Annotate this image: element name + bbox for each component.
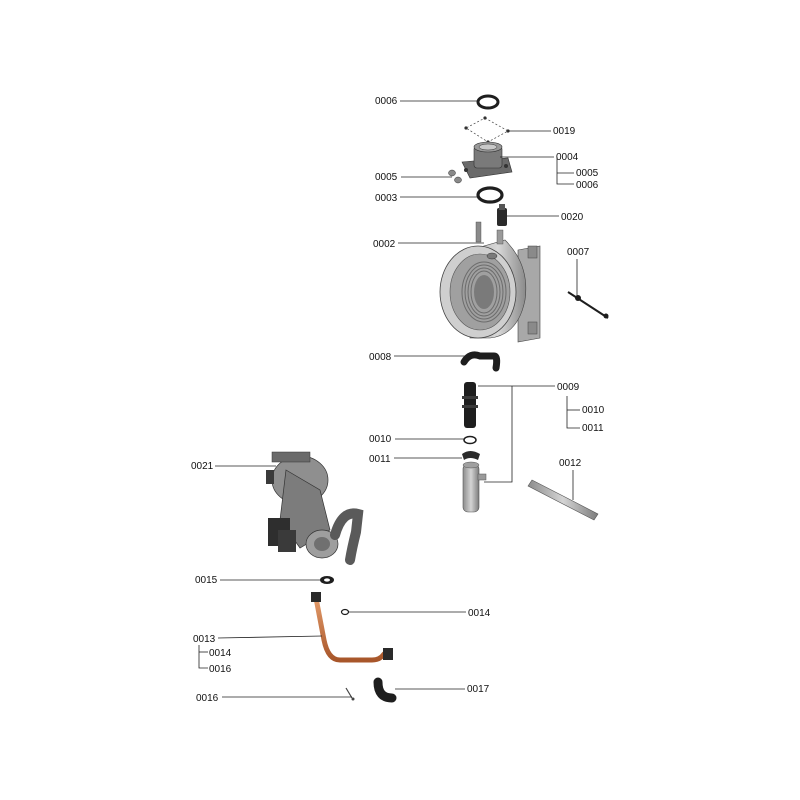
part-pin: [345, 687, 355, 701]
label-0004-sub-0006: 0006: [576, 180, 599, 191]
label-0019: 0019: [553, 126, 576, 137]
label-0007: 0007: [567, 247, 590, 258]
label-0021: 0021: [191, 461, 214, 472]
label-0004: 0004: [556, 152, 579, 163]
label-0006-top: 0006: [375, 96, 398, 107]
label-0009-sub-0010: 0010: [582, 405, 605, 416]
part-condensate-pipe: [462, 382, 478, 428]
label-0005: 0005: [375, 172, 398, 183]
part-gasket: [476, 186, 504, 204]
part-o-ring-middle: [463, 435, 477, 445]
label-0010: 0010: [369, 434, 392, 445]
part-elbow: [460, 351, 501, 372]
part-straight-tube: [527, 479, 599, 521]
label-0002: 0002: [373, 239, 396, 250]
part-screw-set: [464, 116, 510, 144]
label-0009: 0009: [557, 382, 580, 393]
part-flange-assembly: [461, 141, 513, 179]
label-0009-sub-0011: 0011: [582, 423, 604, 434]
label-0004-sub-0005: 0005: [576, 168, 599, 179]
label-0008: 0008: [369, 352, 392, 363]
part-siphon-tube: [462, 461, 487, 513]
part-copper-pipe: [311, 592, 393, 663]
leader-lines: [198, 100, 580, 698]
part-clip: [462, 451, 480, 460]
part-o-ring-top: [476, 94, 500, 110]
part-small-fittings: [448, 169, 462, 184]
part-washer: [320, 576, 334, 584]
label-0017: 0017: [467, 684, 490, 695]
label-0013: 0013: [193, 634, 216, 645]
label-0015: 0015: [195, 575, 218, 586]
label-0011: 0011: [369, 454, 391, 465]
part-elbow-connector: [373, 677, 397, 703]
label-0013-sub-0014: 0014: [209, 648, 232, 659]
label-0014: 0014: [468, 608, 491, 619]
part-fan-gas-valve-assembly: [266, 451, 364, 565]
label-0013-sub-0016: 0016: [209, 664, 232, 675]
part-labels: 0006 0019 0004 0005 0006 0005 0003 0020 …: [191, 96, 605, 704]
label-0003: 0003: [375, 193, 398, 204]
label-0012: 0012: [559, 458, 582, 469]
part-sensor: [497, 204, 507, 226]
label-0020: 0020: [561, 212, 584, 223]
part-probe-cable: [567, 291, 609, 319]
label-0016: 0016: [196, 693, 219, 704]
part-heat-exchanger: [439, 221, 541, 343]
part-o-ring-small: [340, 608, 350, 616]
